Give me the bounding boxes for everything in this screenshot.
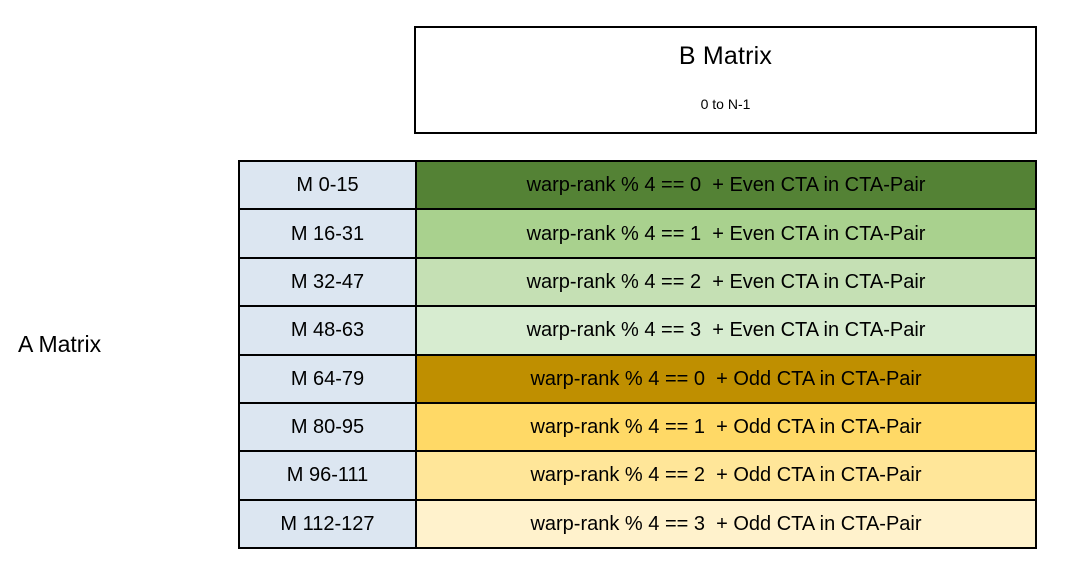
row-assignment-cell: warp-rank % 4 == 3 + Even CTA in CTA-Pai… [417, 307, 1035, 354]
row-assignment-cell: warp-rank % 4 == 2 + Even CTA in CTA-Pai… [417, 258, 1035, 306]
b-matrix-title: B Matrix [678, 42, 773, 70]
row-assignment-cell: warp-rank % 4 == 2 + Odd CTA in CTA-Pair [417, 452, 1035, 499]
row-label-cell: M 96-111 [240, 452, 417, 499]
row-label-cell: M 0-15 [240, 162, 417, 209]
row-assignment-cell: warp-rank % 4 == 0 + Even CTA in CTA-Pai… [417, 162, 1035, 209]
row-label-cell: M 32-47 [240, 258, 417, 306]
row-label-cell: M 64-79 [240, 355, 417, 402]
row-label-cell: M 112-127 [240, 500, 417, 547]
row-label-cell: M 80-95 [240, 403, 417, 451]
row-label-cell: M 48-63 [240, 307, 417, 354]
row-label-cell: M 16-31 [240, 210, 417, 257]
a-matrix-label: A Matrix [18, 331, 102, 357]
row-assignment-cell: warp-rank % 4 == 1 + Even CTA in CTA-Pai… [417, 210, 1035, 257]
b-matrix-box: B Matrix 0 to N-1 [414, 26, 1037, 134]
row-assignment-cell: warp-rank % 4 == 3 + Odd CTA in CTA-Pair [417, 500, 1035, 547]
row-assignment-cell: warp-rank % 4 == 0 + Odd CTA in CTA-Pair [417, 355, 1035, 402]
b-matrix-range-label: 0 to N-1 [700, 96, 751, 112]
row-assignment-cell: warp-rank % 4 == 1 + Odd CTA in CTA-Pair [417, 403, 1035, 451]
